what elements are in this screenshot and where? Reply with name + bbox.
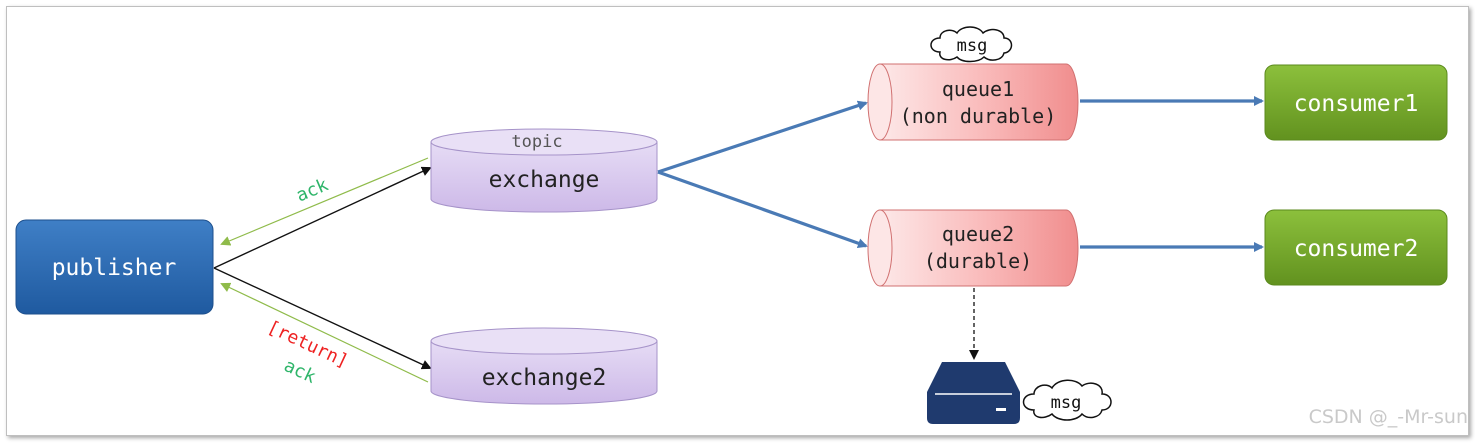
queue1-durability: (non durable) xyxy=(900,104,1057,128)
disk-icon xyxy=(927,362,1020,424)
watermark: CSDN @_-Mr-sun xyxy=(1309,406,1468,428)
arrow-publisher-to-exchange xyxy=(213,166,432,269)
ack-label-top: ack xyxy=(293,174,331,206)
exchange2-label: exchange2 xyxy=(482,365,607,391)
diagram-frame xyxy=(6,6,1469,436)
msg-disk-label: msg xyxy=(1051,393,1082,413)
cloud-icon xyxy=(1022,379,1112,421)
exchange-type-label: topic xyxy=(511,132,562,152)
consumer1-label: consumer1 xyxy=(1294,91,1419,117)
consumer2-node: consumer2 xyxy=(1264,209,1448,286)
exchange2-node: exchange2 xyxy=(430,327,658,405)
exchange-node: topic exchange xyxy=(430,128,658,213)
queue2-durability: (durable) xyxy=(924,249,1032,273)
arrow-exchange-to-queue2 xyxy=(657,170,868,249)
consumer1-node: consumer1 xyxy=(1264,64,1448,141)
cloud-icon xyxy=(930,26,1013,63)
msg-top-label: msg xyxy=(957,36,988,56)
arrow-return-to-publisher xyxy=(220,282,429,383)
publisher-label: publisher xyxy=(52,255,177,281)
exchange-label: exchange xyxy=(489,167,600,193)
msg-cloud-disk: msg xyxy=(1022,379,1112,421)
consumer2-label: consumer2 xyxy=(1294,236,1419,262)
queue1-node: queue1 (non durable) xyxy=(867,63,1079,141)
publisher-node: publisher xyxy=(15,219,214,315)
arrow-ack-to-publisher xyxy=(220,157,429,246)
arrow-publisher-to-exchange2 xyxy=(213,267,432,370)
arrow-exchange-to-queue1 xyxy=(657,100,868,174)
msg-cloud-top: msg xyxy=(930,26,1013,63)
queue1-name: queue1 xyxy=(942,77,1014,101)
queue2-node: queue2 (durable) xyxy=(867,209,1079,287)
ack-label-bottom: ack xyxy=(281,355,319,388)
queue2-name: queue2 xyxy=(942,222,1014,246)
